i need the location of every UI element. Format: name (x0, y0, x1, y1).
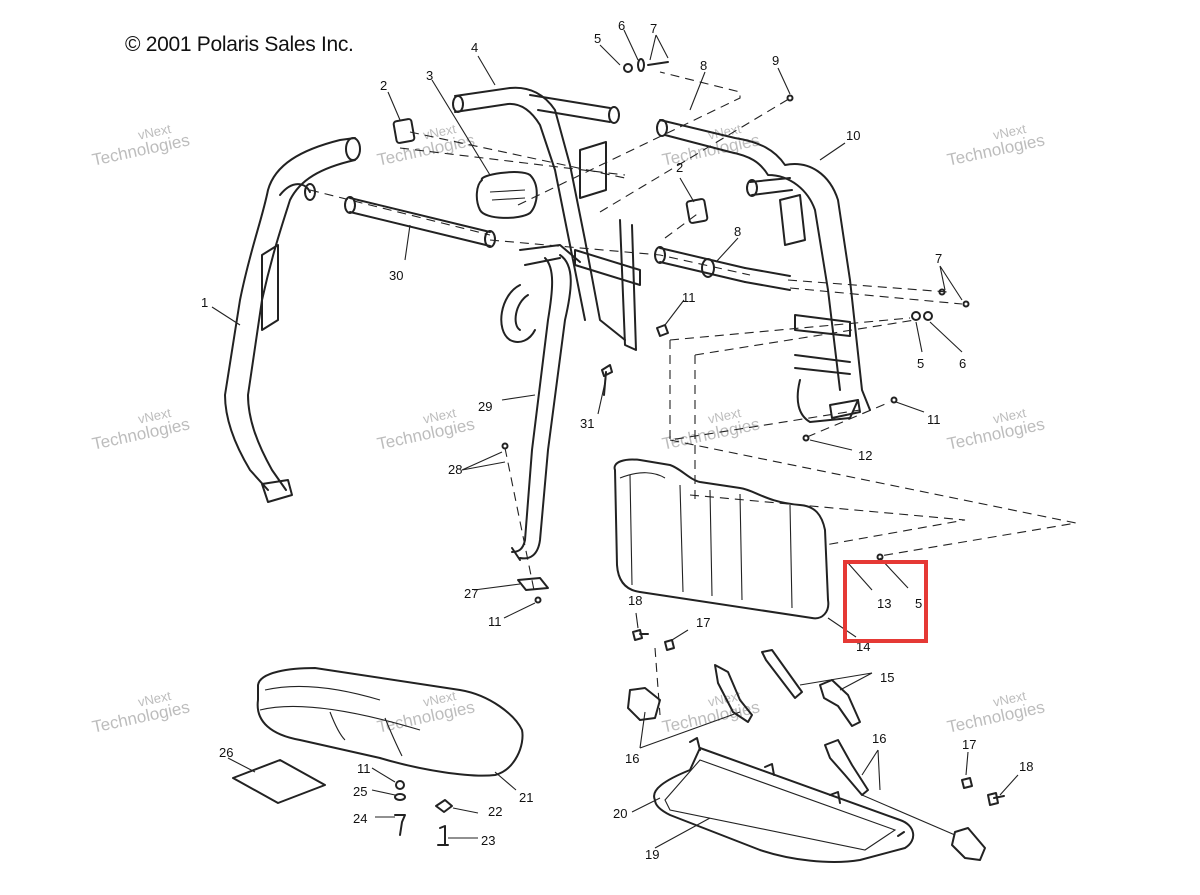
callout-3: 3 (426, 68, 433, 83)
label-sheet (232, 759, 326, 804)
callout-2: 2 (380, 78, 387, 93)
callout-17: 17 (962, 737, 976, 752)
callout-5: 5 (594, 31, 601, 46)
small-hardware (394, 442, 1005, 846)
callout-10: 10 (846, 128, 860, 143)
callout-1: 1 (201, 295, 208, 310)
watermark-line1: vNext (422, 121, 458, 143)
watermark-line1: vNext (137, 121, 173, 143)
callout-31: 31 (580, 416, 594, 431)
rops-crossbar-tube (344, 196, 496, 248)
callout-6: 6 (618, 18, 625, 33)
callout-5: 5 (917, 356, 924, 371)
tube-sections (654, 246, 791, 291)
bushing (701, 258, 715, 278)
callout-18: 18 (628, 593, 642, 608)
assembly-lines (309, 71, 1077, 716)
callout-22: 22 (488, 804, 502, 819)
clamps (392, 118, 709, 224)
fasteners-right (802, 288, 970, 442)
callout-20: 20 (613, 806, 627, 821)
watermark-line1: vNext (707, 688, 743, 710)
callout-8: 8 (700, 58, 707, 73)
seat-belts (627, 649, 986, 861)
watermark-line1: vNext (137, 688, 173, 710)
watermark-line1: vNext (992, 688, 1028, 710)
callout-4: 4 (471, 40, 478, 55)
callout-24: 24 (353, 811, 367, 826)
rops-left-hoop (224, 137, 361, 503)
callout-13: 13 (877, 596, 891, 611)
callout-30: 30 (389, 268, 403, 283)
callout-23: 23 (481, 833, 495, 848)
pad (475, 171, 538, 219)
watermark-line1: vNext (992, 405, 1028, 427)
copyright-notice: © 2001 Polaris Sales Inc. (125, 33, 354, 56)
leader-lines (211, 29, 1019, 849)
seat-base (653, 737, 915, 863)
watermark-line1: vNext (707, 405, 743, 427)
callout-28: 28 (448, 462, 462, 477)
callout-26: 26 (219, 745, 233, 760)
callout-11: 11 (927, 412, 941, 427)
callout-16: 16 (625, 751, 639, 766)
callout-8: 8 (734, 224, 741, 239)
callout-17: 17 (696, 615, 710, 630)
watermark-line1: vNext (422, 688, 458, 710)
callout-18: 18 (1019, 759, 1033, 774)
rops-center-hoop (452, 86, 641, 351)
highlight-rectangle (843, 560, 928, 643)
rops-rear-support (511, 254, 572, 561)
callout-19: 19 (645, 847, 659, 862)
watermark-line1: vNext (137, 405, 173, 427)
top-hardware (623, 58, 794, 102)
highlight-box (843, 553, 928, 643)
callout-5: 5 (915, 596, 922, 611)
callout-11: 11 (357, 761, 371, 776)
callout-2: 2 (676, 160, 683, 175)
callout-7: 7 (650, 21, 657, 36)
callout-6: 6 (959, 356, 966, 371)
callout-labels: 1 2 2 3 4 5 5 6 6 7 7 8 8 9 10 11 11 11 … (201, 18, 1033, 862)
callout-11: 11 (682, 290, 696, 305)
callout-7: 7 (935, 251, 942, 266)
seat-back (613, 458, 830, 620)
callout-16: 16 (872, 731, 886, 746)
callout-11: 11 (488, 614, 502, 629)
watermarks: vNext Technologies vNext Technologies vN… (90, 121, 1046, 737)
callout-9: 9 (772, 53, 779, 68)
callout-29: 29 (478, 399, 492, 414)
callout-15: 15 (880, 670, 894, 685)
callout-12: 12 (858, 448, 872, 463)
watermark-line1: vNext (422, 405, 458, 427)
callout-25: 25 (353, 784, 367, 799)
rops-right-hoop (656, 119, 871, 423)
seat-bottom (256, 667, 524, 777)
watermark-line1: vNext (992, 121, 1028, 143)
callout-27: 27 (464, 586, 478, 601)
callout-21: 21 (519, 790, 533, 805)
